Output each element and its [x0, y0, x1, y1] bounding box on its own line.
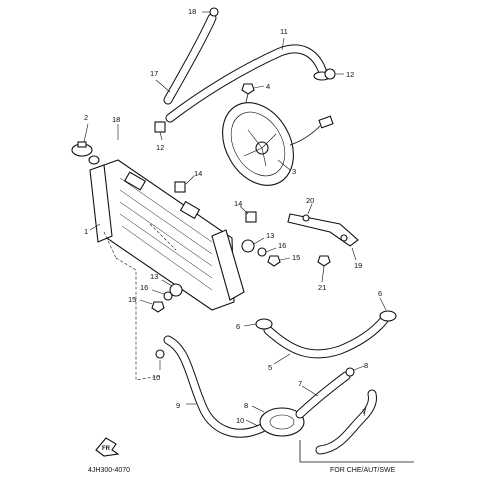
hose-11 [165, 44, 331, 123]
clip-12-upper [324, 68, 336, 80]
callout-14: 14 [234, 199, 242, 208]
bolt-4 [241, 83, 255, 103]
callout-10: 10 [152, 373, 160, 382]
callout-15: 15 [292, 253, 300, 262]
variant-inset [299, 389, 414, 463]
callout-18: 18 [112, 115, 120, 124]
part-code: 4JH300-4070 [88, 467, 130, 474]
callout-8: 8 [364, 361, 368, 370]
bolt-14-b [245, 211, 257, 223]
callout-5: 5 [268, 363, 272, 372]
callout-12: 12 [156, 143, 164, 152]
callout-2: 2 [84, 113, 88, 122]
callout-13: 13 [266, 231, 274, 240]
variant-note: FOR CHE/AUT/SWE [330, 467, 396, 474]
callout-13: 13 [150, 272, 158, 281]
callout-7: 7 [298, 379, 302, 388]
callout-1: 1 [84, 227, 88, 236]
front-marker: FR [102, 446, 111, 452]
callout-9: 9 [176, 401, 180, 410]
bolt-14-a [174, 181, 186, 193]
front-arrow-icon: FR [95, 437, 120, 457]
callout-4: 4 [266, 82, 270, 91]
routing-guides [103, 223, 177, 381]
mount-left [151, 283, 183, 313]
callout-19: 19 [354, 261, 362, 270]
cooling-fan [222, 102, 334, 186]
radiator-cap [71, 141, 100, 165]
hose-5 [255, 310, 397, 359]
callout-12: 12 [346, 70, 354, 79]
callout-11: 11 [280, 27, 288, 36]
leader-lines [83, 11, 387, 427]
radiator-fins [119, 177, 213, 291]
clip-12-lower [154, 121, 166, 133]
mount-right [241, 239, 281, 267]
callout-10: 10 [236, 416, 244, 425]
radiator [89, 159, 245, 311]
callout-6: 6 [236, 322, 240, 331]
callout-15: 15 [128, 295, 136, 304]
hose-9 [155, 335, 267, 438]
callout-16: 16 [278, 241, 286, 250]
thermostat-housing [259, 367, 355, 437]
callout-7: 7 [362, 407, 366, 416]
callout-21: 21 [318, 283, 326, 292]
callout-6: 6 [378, 289, 382, 298]
callout-16: 16 [140, 283, 148, 292]
callout-18: 18 [188, 7, 196, 16]
callout-labels: 18 11 17 12 4 2 18 12 3 14 1 14 20 13 16… [84, 7, 382, 425]
callout-20: 20 [306, 196, 314, 205]
bracket-20 [287, 213, 359, 267]
callout-3: 3 [292, 167, 296, 176]
callout-8: 8 [244, 401, 248, 410]
callout-14: 14 [194, 169, 202, 178]
callout-17: 17 [150, 69, 158, 78]
